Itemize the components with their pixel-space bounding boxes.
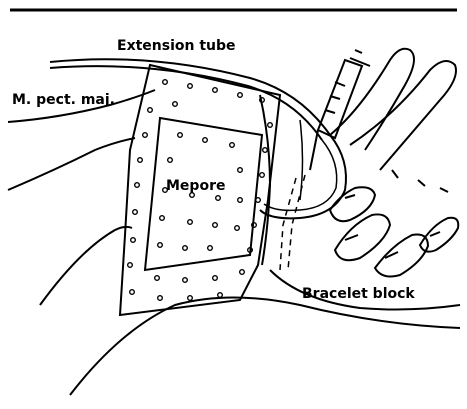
label-dressing: Mepore bbox=[166, 178, 225, 194]
axilla-outline bbox=[40, 227, 132, 305]
chest-outline-mid bbox=[8, 138, 135, 190]
lower-fold-outline bbox=[70, 298, 460, 396]
label-block: Bracelet block bbox=[302, 286, 415, 302]
label-muscle: M. pect. maj. bbox=[12, 92, 115, 108]
label-extension-tube: Extension tube bbox=[117, 38, 236, 54]
hand bbox=[330, 49, 458, 277]
bracelet-block-needle bbox=[280, 175, 305, 270]
